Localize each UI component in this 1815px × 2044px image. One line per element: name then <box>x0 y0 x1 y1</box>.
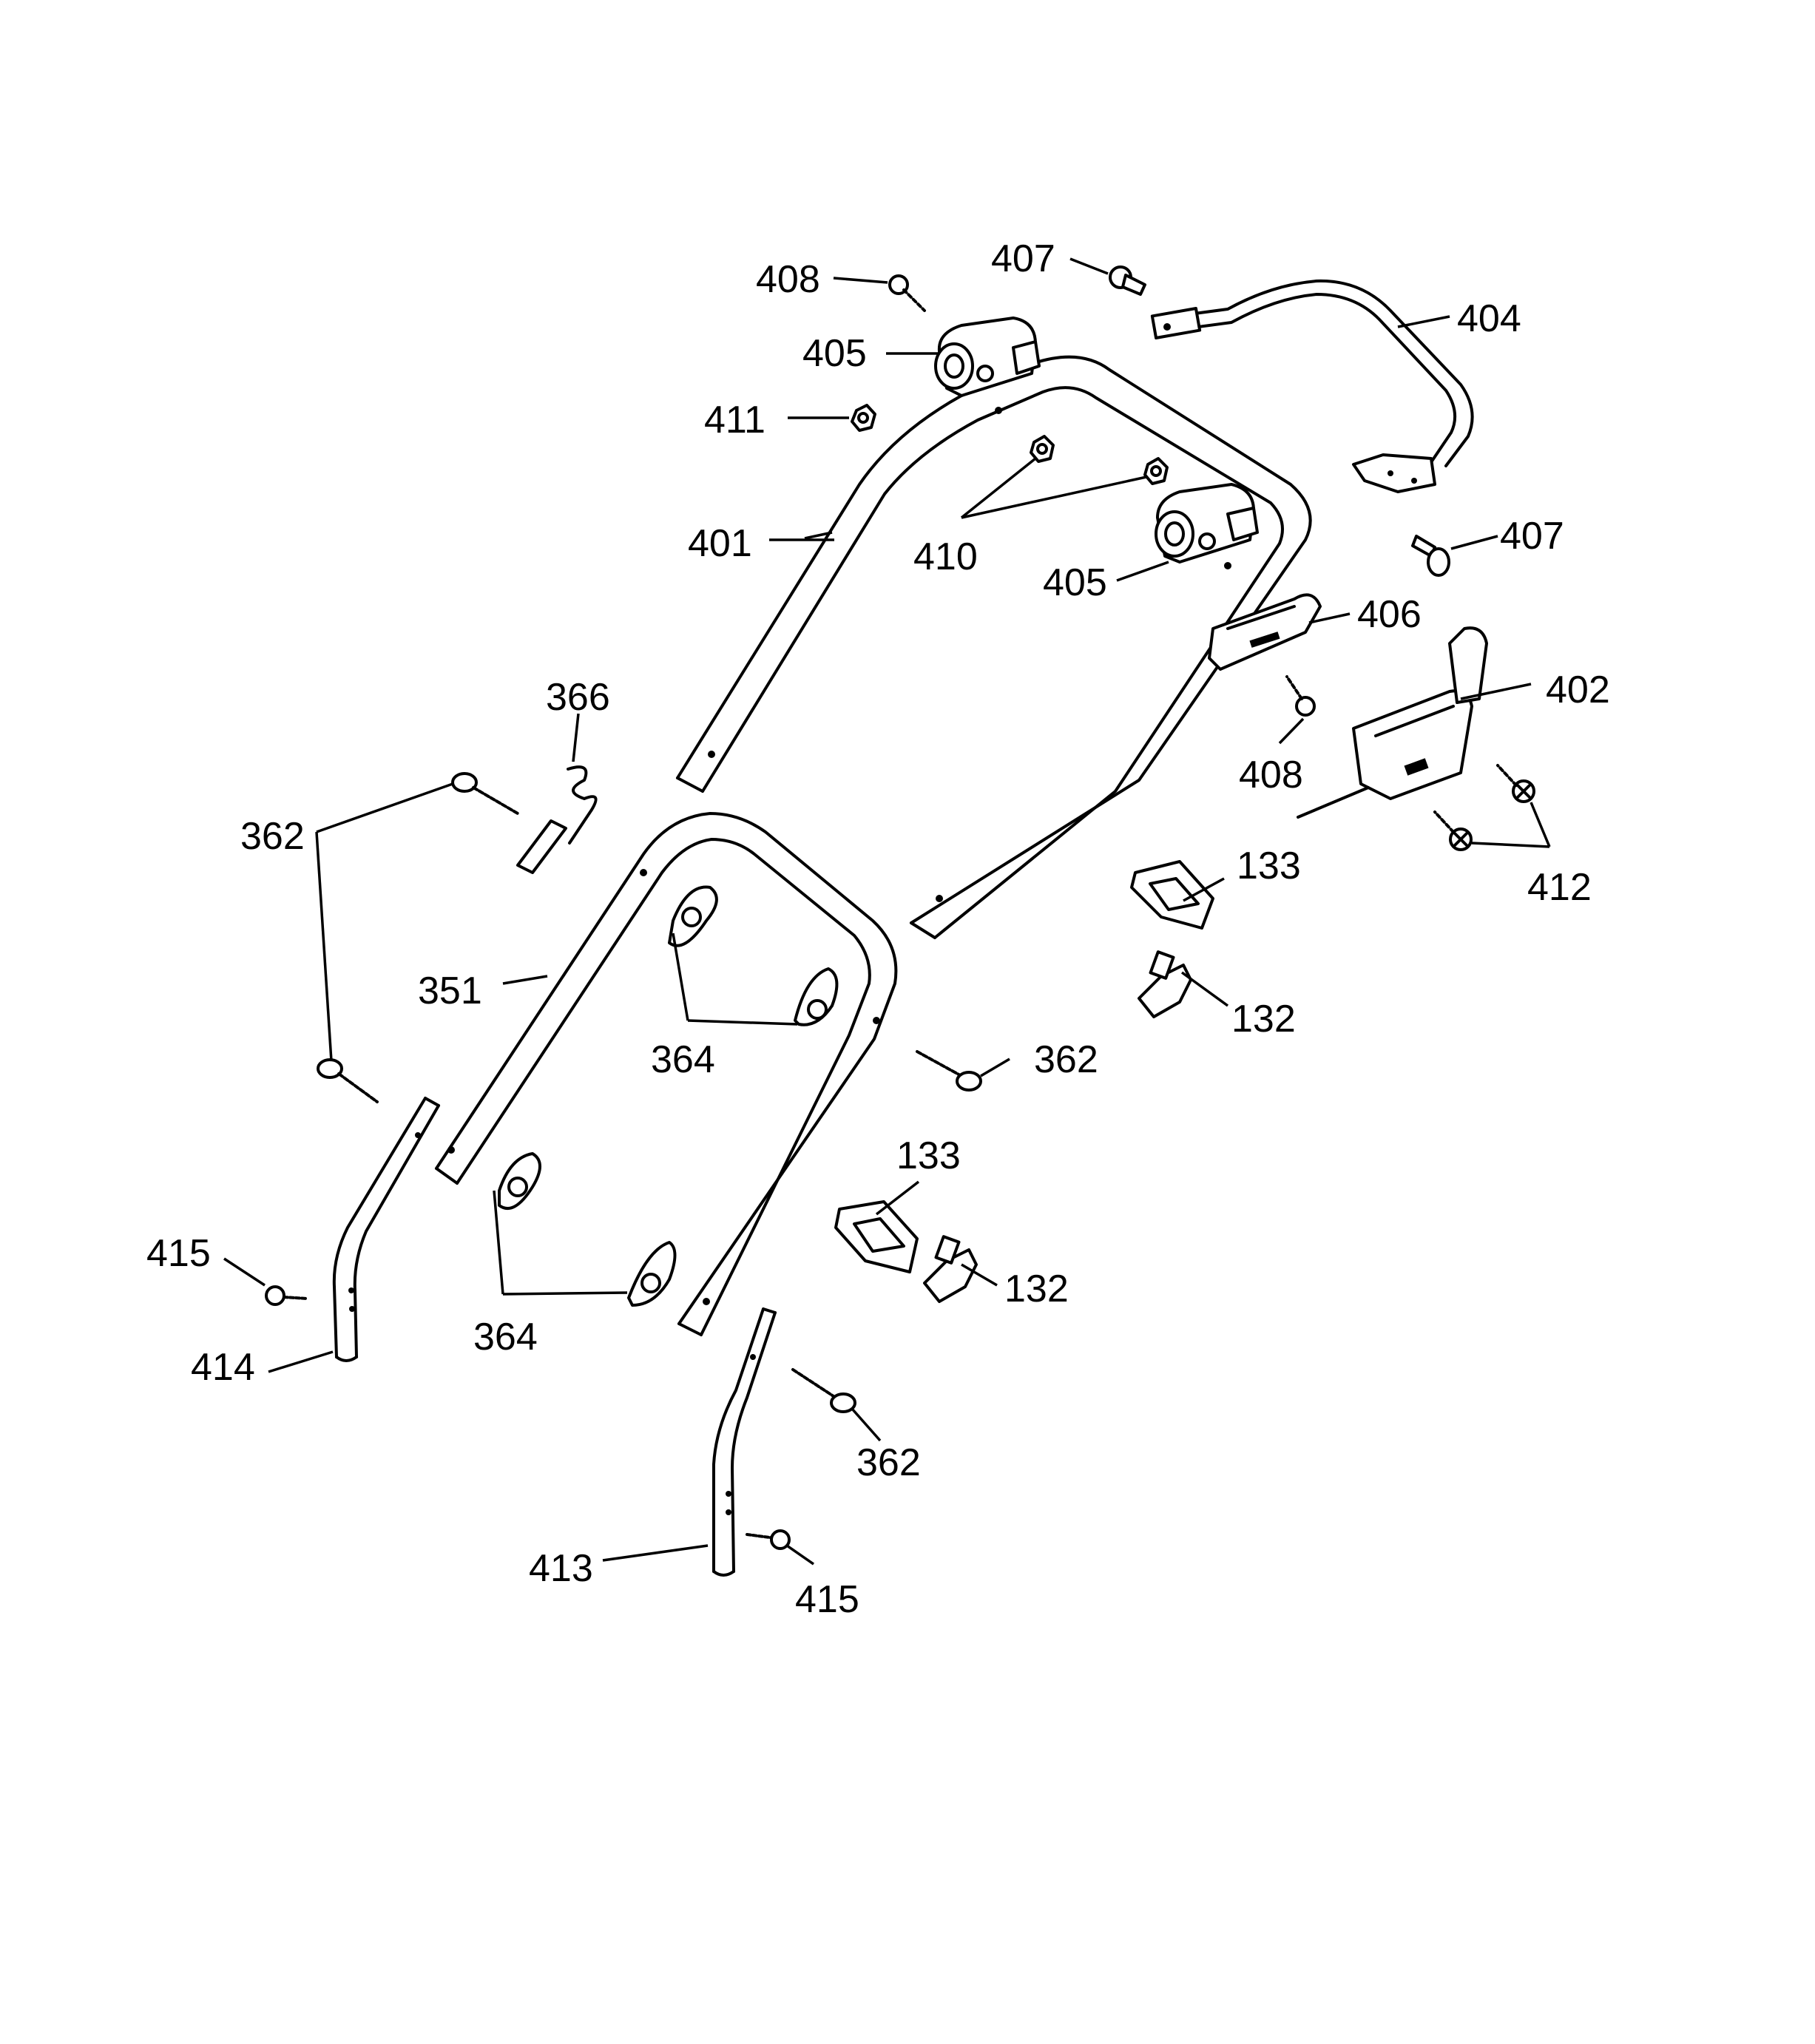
cover-133-lower <box>834 1200 919 1273</box>
clip-132-upper <box>1138 950 1192 1018</box>
label-408-lower: 408 <box>1239 754 1303 796</box>
pin-407-upper <box>1109 265 1146 296</box>
label-408-upper: 408 <box>756 258 820 301</box>
label-366: 366 <box>546 676 610 719</box>
spring-clip-366 <box>516 765 598 874</box>
bolt-408-lower <box>1285 675 1316 717</box>
label-406: 406 <box>1357 593 1422 636</box>
screw-412-lower <box>1433 811 1473 851</box>
label-407-upper: 407 <box>991 237 1055 280</box>
label-415-left: 415 <box>146 1232 211 1275</box>
label-414: 414 <box>191 1346 255 1389</box>
label-364-lower: 364 <box>473 1316 538 1358</box>
clamp-405-upper <box>934 317 1041 397</box>
wing-nut-364-c <box>498 1152 541 1210</box>
wing-nut-364-a <box>668 885 718 947</box>
screw-415-left <box>265 1285 308 1306</box>
nut-410-left <box>1030 435 1055 463</box>
nut-410-right <box>1143 457 1169 485</box>
label-364-upper: 364 <box>651 1038 715 1081</box>
bottom-tube-413 <box>712 1307 777 1577</box>
carriage-bolt-362-mid <box>916 1050 982 1092</box>
label-133-lower: 133 <box>896 1134 961 1177</box>
label-132-lower: 132 <box>1004 1268 1069 1310</box>
nut-411 <box>851 404 876 432</box>
label-407-lower: 407 <box>1500 515 1564 558</box>
bottom-tube-414 <box>332 1097 440 1362</box>
label-402: 402 <box>1546 669 1610 711</box>
control-lever-402 <box>1297 626 1488 819</box>
label-401: 401 <box>688 522 752 565</box>
cable-clip-406 <box>1208 593 1322 671</box>
carriage-bolt-362-left <box>317 1058 379 1103</box>
label-413: 413 <box>529 1547 593 1590</box>
label-404: 404 <box>1457 297 1521 340</box>
label-362-lower: 362 <box>856 1441 921 1484</box>
carriage-bolt-362-upper <box>451 772 519 815</box>
label-405-lower: 405 <box>1043 561 1107 604</box>
label-412: 412 <box>1527 866 1592 909</box>
screw-412-upper <box>1496 764 1535 803</box>
clip-132-lower <box>923 1235 978 1303</box>
bolt-408-upper <box>888 274 926 312</box>
label-132-upper: 132 <box>1231 998 1296 1040</box>
screw-415-bottom <box>746 1529 791 1550</box>
wing-nut-364-d <box>627 1241 677 1307</box>
lever-404 <box>1150 279 1474 493</box>
label-351: 351 <box>418 969 482 1012</box>
wing-nut-364-b <box>794 967 839 1026</box>
label-415-bottom: 415 <box>795 1578 859 1621</box>
cover-133-upper <box>1130 860 1214 930</box>
upper-handle-401 <box>676 355 1312 939</box>
leader-lines <box>223 257 1551 1566</box>
label-362-upper: 362 <box>240 815 305 858</box>
clamp-405-lower <box>1155 483 1259 564</box>
label-362-mid: 362 <box>1034 1038 1098 1081</box>
label-410: 410 <box>913 535 978 578</box>
carriage-bolt-362-lower <box>791 1368 856 1413</box>
label-411: 411 <box>704 399 765 441</box>
label-405-upper: 405 <box>802 332 867 375</box>
lower-handle-351 <box>435 812 898 1336</box>
pin-407-lower <box>1411 535 1450 577</box>
part-labels: 408 407 404 405 411 401 410 405 407 406 … <box>146 237 1610 1621</box>
label-133-upper: 133 <box>1237 845 1301 887</box>
